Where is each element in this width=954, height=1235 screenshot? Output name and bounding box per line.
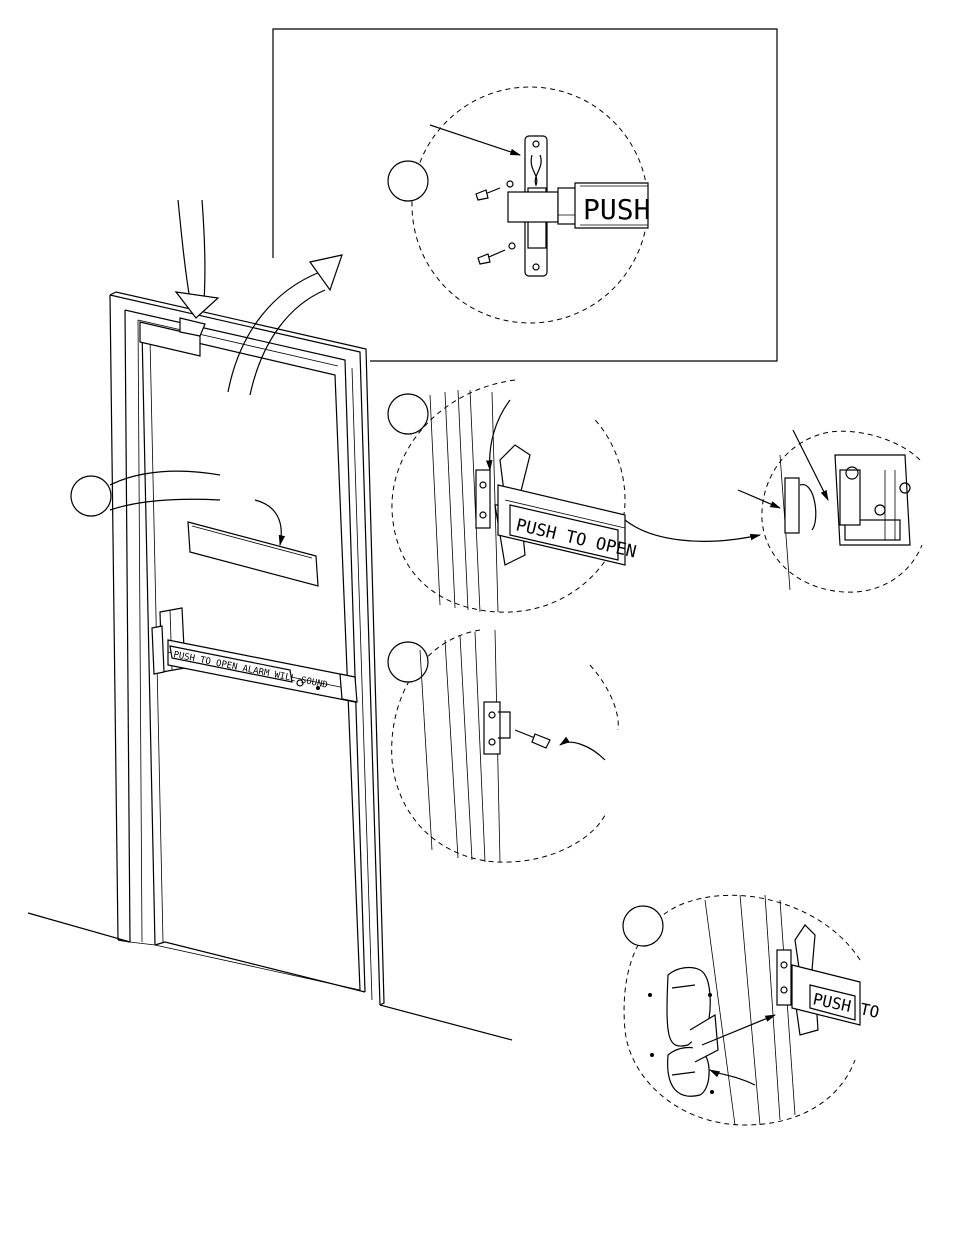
inset-middle-2: [388, 630, 618, 862]
callout-circle-1: [71, 476, 111, 516]
inset-bottom: PUSH TO: [623, 895, 881, 1125]
panic-bar-main: PUSH TO OPEN ALARM WILL SOUND: [152, 608, 357, 702]
inset-middle-1: PUSH TO OPEN: [388, 380, 760, 612]
inset-right-detail: [738, 430, 922, 592]
arrow-header-left: [178, 200, 190, 300]
inset-top-box: PUSH: [273, 29, 777, 361]
arrow-door-to-inset-top: [228, 255, 342, 395]
floor-lines: [28, 913, 512, 1040]
arrow-header-right: [202, 200, 205, 300]
door-sign-plate: [188, 522, 318, 586]
callout-circle-3: [388, 394, 428, 434]
callout-circle-5: [623, 906, 663, 946]
door-frame: [110, 292, 384, 1005]
callout-circle-2: [388, 161, 428, 201]
push-label-inset-top: PUSH: [583, 193, 650, 226]
door-closer-block: [140, 318, 205, 356]
arrow-to-sign: [255, 500, 281, 545]
callout-circle-4: [388, 642, 428, 682]
